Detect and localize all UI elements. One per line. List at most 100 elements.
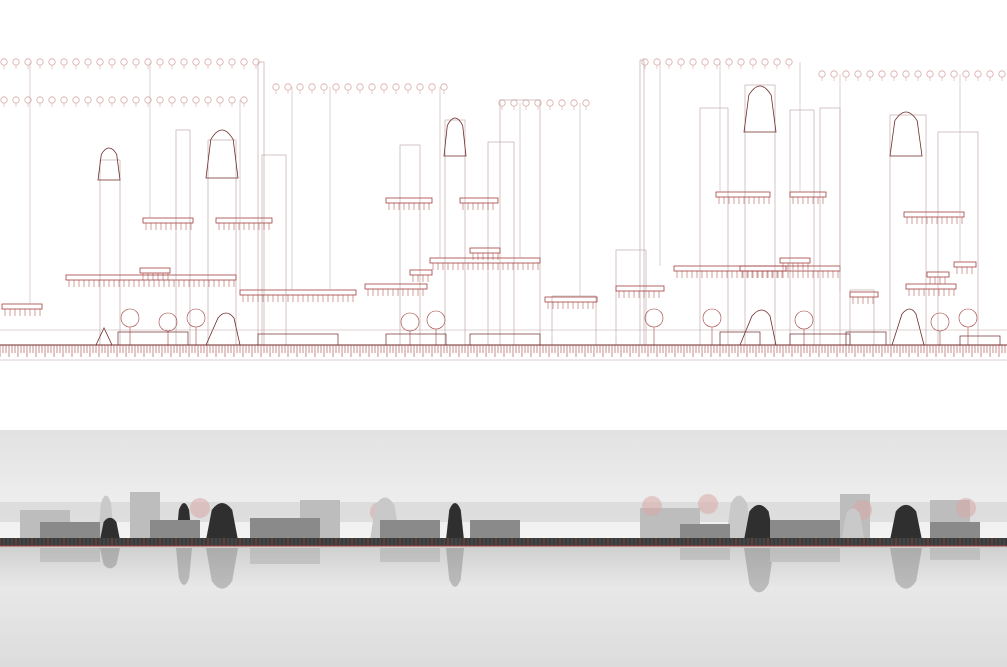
tower-reflection	[176, 548, 192, 585]
terrace-slab	[142, 217, 194, 230]
midground-block	[150, 520, 200, 540]
blossom-tree	[956, 498, 976, 518]
slab-edge	[409, 269, 433, 276]
block-reflection	[770, 548, 840, 562]
terrace-slab	[849, 291, 879, 304]
terrace-slab	[65, 274, 237, 287]
tower-reflection	[744, 548, 774, 593]
terrace-slab	[215, 217, 273, 230]
tower-reflection	[100, 548, 120, 569]
canopy-row	[272, 83, 448, 94]
ground-tree	[400, 312, 420, 345]
terrace-slab	[544, 296, 598, 309]
slab-edge	[139, 267, 171, 274]
terrace-slab	[409, 269, 433, 282]
tower-reflection	[890, 548, 922, 589]
terrace-slab	[926, 271, 950, 284]
block-reflection	[930, 548, 980, 560]
terrace-slab	[905, 283, 957, 296]
terrace-slab	[715, 191, 771, 204]
promenade-base	[0, 538, 1007, 546]
midground-block	[250, 518, 320, 540]
terrace-slab	[953, 261, 977, 274]
terrace-slab	[1, 303, 43, 316]
slab-edge	[926, 271, 950, 278]
terrace-slab	[469, 247, 501, 260]
midground-block	[470, 520, 520, 540]
promenade-railing	[0, 538, 1005, 546]
water	[0, 545, 1007, 667]
canopy-row	[0, 58, 260, 69]
tower-cap	[889, 111, 923, 157]
drawing-background	[0, 0, 1007, 400]
slab-edge	[469, 247, 501, 254]
dark-cone-tower	[206, 503, 238, 540]
slab-edge	[1, 303, 43, 310]
ground-tree	[794, 310, 814, 345]
ground-tree	[426, 310, 446, 345]
terrace-slab	[673, 265, 787, 278]
rendered-elevation-svg	[0, 430, 1007, 667]
block-reflection	[380, 548, 440, 562]
terrace-slab	[459, 197, 499, 210]
canopy-row	[0, 96, 248, 107]
terrace-slab	[789, 191, 827, 204]
tower-reflection	[206, 548, 238, 589]
tower-caps	[97, 85, 923, 181]
tower-cap	[205, 129, 239, 179]
terrace-slab	[779, 257, 811, 270]
blossom-tree	[698, 494, 718, 514]
midground-block	[930, 522, 980, 540]
slab-edge	[459, 197, 499, 204]
dark-cone-tower	[890, 504, 922, 540]
dark-cone-tower	[744, 504, 774, 540]
light-cone-tower	[726, 495, 752, 540]
dark-cone-tower	[100, 517, 120, 540]
tower-cap	[443, 117, 467, 157]
slab-edge	[142, 217, 194, 224]
slab-edge	[544, 296, 598, 303]
slab-edge	[715, 191, 771, 198]
rendered-elevation	[0, 430, 1007, 667]
terrace-slab	[385, 197, 433, 210]
terrace-slab	[615, 285, 665, 298]
terrace-slab	[239, 289, 357, 302]
slab-edge	[905, 283, 957, 290]
tower-reflection	[446, 548, 464, 587]
waterfront-plinth	[0, 345, 1006, 357]
slab-edge	[953, 261, 977, 268]
blossom-tree	[190, 498, 210, 518]
slab-edge	[364, 283, 428, 290]
canopy-row	[641, 58, 793, 69]
slab-edge	[615, 285, 665, 292]
slab-edge	[673, 265, 787, 272]
midground-block	[680, 524, 730, 540]
line-drawing-elevation	[0, 0, 1007, 400]
tower-cap	[743, 85, 777, 133]
slab-edge	[779, 257, 811, 264]
canopy-row	[818, 70, 1006, 81]
pavilion-outline	[739, 309, 777, 346]
terrace-slab	[429, 257, 541, 270]
slab-edge	[849, 291, 879, 298]
dark-cone-tower	[446, 503, 464, 540]
ground-tree	[930, 312, 950, 345]
block-reflection	[40, 548, 100, 562]
midground-block	[770, 520, 840, 540]
slab-edge	[429, 257, 541, 264]
block-reflection	[250, 548, 320, 564]
tower-cap	[97, 147, 121, 181]
blossom-tree	[642, 496, 662, 516]
terrace-slab	[139, 267, 171, 280]
light-cone-tower	[842, 508, 864, 538]
terrace-slab	[364, 283, 428, 296]
block-reflection	[680, 548, 730, 560]
water-reflections	[40, 548, 980, 593]
midground-block	[40, 522, 100, 540]
ground-tree	[158, 312, 178, 345]
slab-edge	[903, 211, 965, 218]
midground-block	[380, 520, 440, 540]
pavilion-outline	[205, 312, 241, 346]
pavilion-outline	[891, 308, 925, 346]
